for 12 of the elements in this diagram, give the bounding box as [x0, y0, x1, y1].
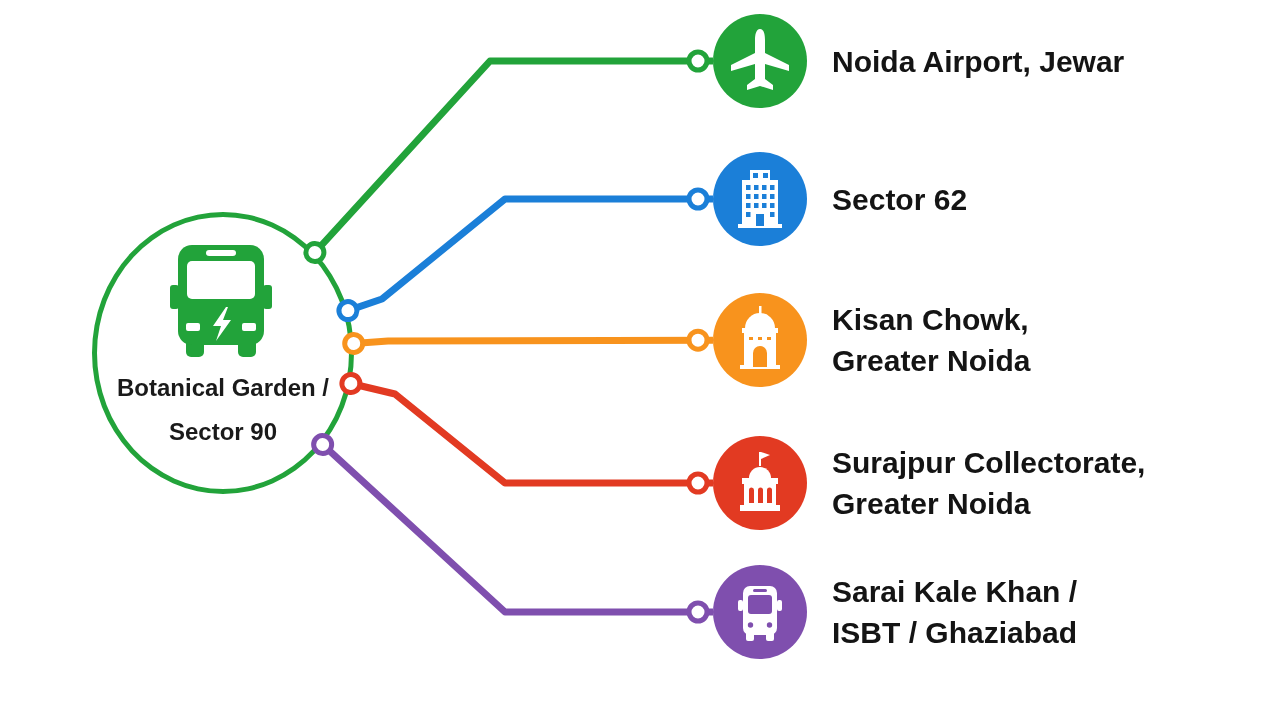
route-line — [339, 372, 713, 495]
station-name: Kisan Chowk, Greater Noida — [832, 302, 1032, 379]
station-circle — [92, 212, 354, 494]
station-name: Botanical Garden / Sector 90 — [115, 373, 331, 447]
route-line — [311, 433, 713, 624]
route-line — [303, 49, 713, 264]
station-name: Surajpur Collectorate, Greater Noida — [832, 445, 1147, 522]
station-name: Sarai Kale Khan / ISBT / Ghaziabad — [832, 574, 1079, 651]
route-line — [342, 328, 713, 355]
route-line — [336, 187, 713, 323]
station-name: Sector 62 — [832, 181, 968, 218]
station-name: Noida Airport, Jewar — [832, 43, 1125, 80]
